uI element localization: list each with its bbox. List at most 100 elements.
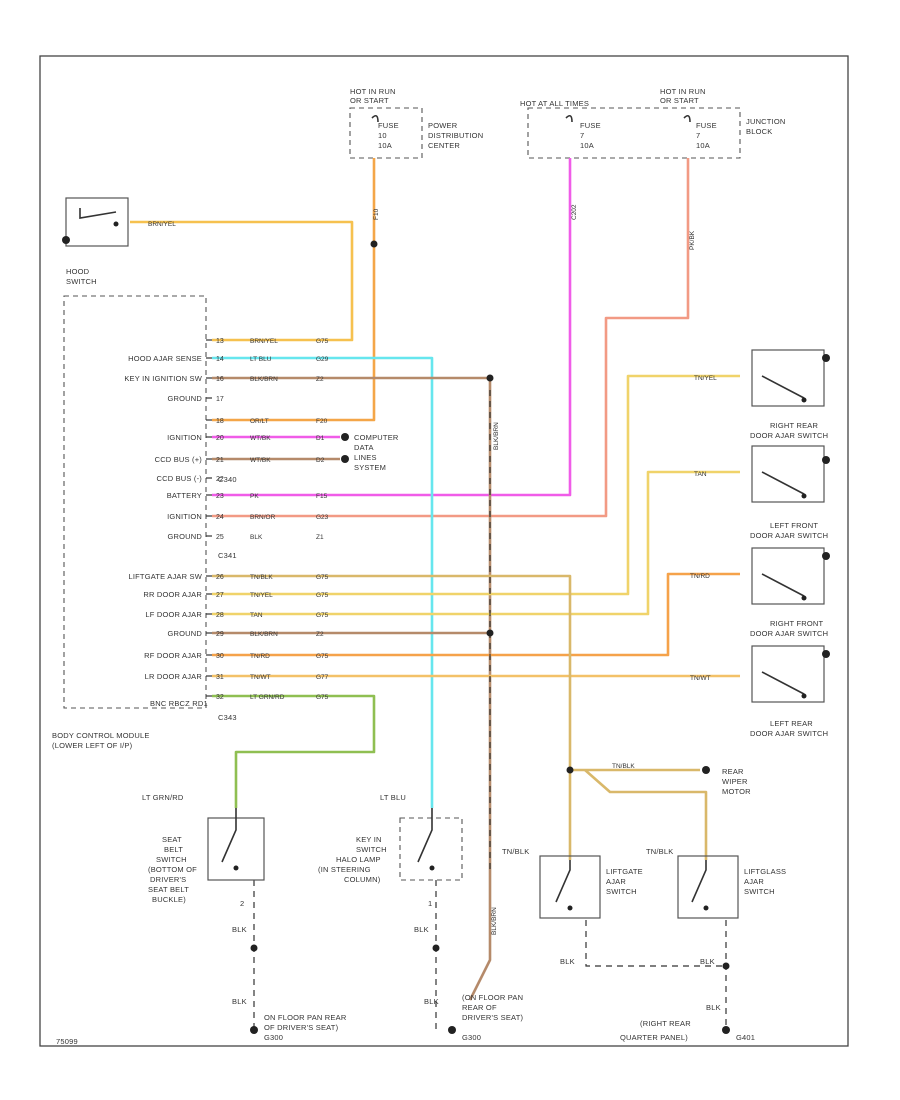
bcm-label: BODY CONTROL MODULE xyxy=(52,731,150,740)
switch-label: SWITCH xyxy=(156,855,187,864)
pin-number: 23 xyxy=(216,493,224,500)
wire-color-label: TN/BLK xyxy=(250,574,273,581)
wiper-label: MOTOR xyxy=(722,787,751,796)
wire-label: BLK xyxy=(700,957,715,966)
pin-number: 26 xyxy=(216,574,224,581)
wire-label: BLK xyxy=(560,957,575,966)
wire-label: BLK xyxy=(232,997,247,1006)
switch-label: SEAT xyxy=(162,835,182,844)
diagram-frame xyxy=(39,55,849,1047)
switch-label: BUCKLE) xyxy=(152,895,186,904)
fuse-3-number: 7 xyxy=(696,131,700,140)
ground-label: (RIGHT REAR xyxy=(640,1019,691,1028)
switch-label: BELT xyxy=(164,845,183,854)
wire-color-label: WT/BK xyxy=(250,435,271,442)
wire-left-front-door xyxy=(212,470,740,616)
circuit-label: G75 xyxy=(316,338,329,345)
wire-light-blue xyxy=(212,356,434,808)
pin-function-label: GROUND xyxy=(167,394,202,403)
switch-label: HALO LAMP xyxy=(336,855,381,864)
switch-box xyxy=(539,855,601,919)
pin-number: 17 xyxy=(216,396,224,403)
wire-label: BRN/YEL xyxy=(148,221,176,228)
ground-point xyxy=(822,354,830,362)
wire-color-label: BRN/OR xyxy=(250,514,276,521)
switch-label: LIFTGLASS xyxy=(744,867,786,876)
hot-in-run-2-label: HOT IN RUN xyxy=(660,87,706,96)
computer-label: COMPUTER xyxy=(354,433,399,442)
pin-number: 30 xyxy=(216,653,224,660)
switch-box xyxy=(677,855,739,919)
key-in-switch: LT BLU KEY IN SWITCH HALO LAMP (IN STEER… xyxy=(318,793,463,908)
switch-contact xyxy=(801,595,807,601)
pin-number: 13 xyxy=(216,338,224,345)
wire-color-label: TAN xyxy=(250,612,263,619)
circuit-label: G77 xyxy=(316,674,329,681)
hood-label: HOOD xyxy=(66,267,90,276)
bcm-id: BNC RBCZ RD1 xyxy=(150,699,208,708)
wire-color-label: OR/LT xyxy=(250,418,269,425)
switch-arm xyxy=(761,375,805,399)
switch-label: LIFTGATE xyxy=(606,867,643,876)
switch-label: (BOTTOM OF xyxy=(148,865,197,874)
wire-color-label: LT GRN/RD xyxy=(250,694,285,701)
wire-liftgate-ajar xyxy=(212,574,572,860)
splice-dot xyxy=(722,962,730,970)
switch-label: DRIVER'S xyxy=(150,875,186,884)
switch-arm xyxy=(761,671,805,695)
circuit-label: Z2 xyxy=(316,631,324,638)
switch-label: DOOR AJAR SWITCH xyxy=(750,629,828,638)
bcm-pin-row: CCD BUS (-)22 xyxy=(156,474,223,483)
pin-function-label: RR DOOR AJAR xyxy=(143,590,202,599)
bcm-box xyxy=(63,295,207,709)
wire-label: BLK xyxy=(232,925,247,934)
wire-ignition-pdc xyxy=(212,158,376,422)
pin-function-label: KEY IN IGNITION SW xyxy=(124,374,202,383)
wiper-label: WIPER xyxy=(722,777,748,786)
computer-data-lines: COMPUTER DATA LINES SYSTEM xyxy=(354,433,399,472)
ground-g401: (RIGHT REAR QUARTER PANEL) G401 xyxy=(620,1019,755,1042)
ground-symbol xyxy=(448,1026,456,1034)
circuit-label: G75 xyxy=(316,574,329,581)
pin-number: 16 xyxy=(216,376,224,383)
pin-function-label: IGNITION xyxy=(167,512,202,521)
hood-switch-label: SWITCH xyxy=(66,277,97,286)
system-label: SYSTEM xyxy=(354,463,386,472)
liftglass-ajar-switch: TN/BLK LIFTGLASS AJAR SWITCH xyxy=(646,847,786,919)
switch-label: AJAR xyxy=(606,877,626,886)
pdc-label-1: POWER xyxy=(428,121,458,130)
wire-label: TN/WT xyxy=(690,675,711,682)
switch-contact xyxy=(801,693,807,699)
ground-label: G401 xyxy=(736,1033,755,1042)
switch-label: SWITCH xyxy=(744,887,775,896)
circuit-label: F20 xyxy=(316,418,328,425)
switch-label: LEFT FRONT xyxy=(770,521,818,530)
junction-block-box xyxy=(527,107,741,159)
wire-label: LT BLU xyxy=(380,793,406,802)
fuse-2-rating: 10A xyxy=(580,141,594,150)
right-rear-door-switch: RIGHT REAR DOOR AJAR SWITCH xyxy=(750,349,830,440)
pin-number: 20 xyxy=(216,435,224,442)
connector-c341: C341 xyxy=(218,551,237,560)
switch-box xyxy=(751,349,825,407)
circuit-label: Z1 xyxy=(316,534,324,541)
bcm-location: (LOWER LEFT OF I/P) xyxy=(52,741,133,750)
wire-color-label: TN/RD xyxy=(250,653,270,660)
pin-function-label: CCD BUS (-) xyxy=(156,474,202,483)
ground-label: REAR OF xyxy=(462,1003,497,1012)
junction-block: HOT AT ALL TIMES FUSE 7 10A HOT IN RUN O… xyxy=(520,87,785,159)
data-label: DATA xyxy=(354,443,374,452)
pin-function-label: GROUND xyxy=(167,629,202,638)
switch-label: SEAT BELT xyxy=(148,885,189,894)
hood-switch: HOOD SWITCH xyxy=(62,197,129,286)
power-distribution-center: HOT IN RUN OR START FUSE 10 10A POWER DI… xyxy=(349,87,483,159)
ground-g300-left: ON FLOOR PAN REAR OF DRIVER'S SEAT) G300 xyxy=(250,1013,347,1042)
wire-color-label: WT/BK xyxy=(250,457,271,464)
switch-label: SWITCH xyxy=(606,887,637,896)
switch-label: RIGHT FRONT xyxy=(770,619,824,628)
